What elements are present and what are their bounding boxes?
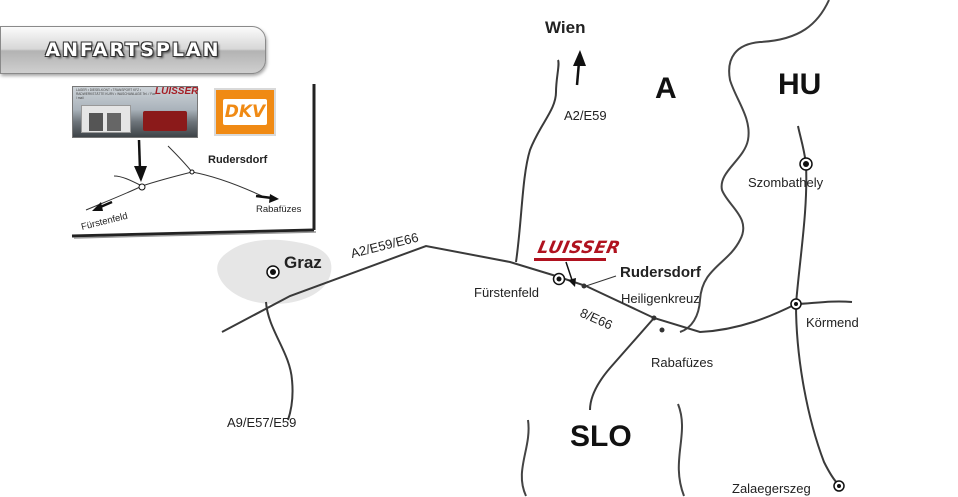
border-slovenia-east — [677, 403, 685, 497]
zalaegerszeg-marker — [833, 480, 845, 492]
border-slovenia — [520, 419, 530, 497]
road-label-a9-e57-e59: A9/E57/E59 — [227, 415, 296, 430]
road-label-a2-e59-e66: A2/E59/E66 — [349, 230, 420, 261]
road-koermend-east — [795, 300, 853, 305]
inset-arrow-right-icon — [255, 194, 279, 203]
inset-location-marker — [138, 183, 146, 191]
heiligenkreuz-marker — [651, 315, 657, 321]
border-austria-hungary — [679, 0, 830, 333]
arrow-to-wien — [573, 50, 586, 86]
luisser-logo-underline — [534, 258, 606, 261]
rudersdorf-leader — [585, 275, 617, 287]
luisser-pointer-icon — [565, 261, 576, 287]
company-photo — [72, 86, 198, 138]
road-a2-north — [515, 59, 560, 263]
inset-left-direction-label: Fürstenfeld — [80, 211, 129, 233]
anfahrtsplan-button[interactable]: ANFARTSPLAN — [0, 26, 266, 74]
inset-town-label: Rudersdorf — [208, 154, 268, 166]
road-szombathely-koermend — [795, 163, 808, 305]
city-label-heiligenkreuz: Heiligenkreuz — [621, 291, 700, 306]
inset-right-direction-label: Rabafüzes — [256, 204, 302, 215]
inset-junction-marker — [189, 169, 195, 175]
road-a9 — [265, 301, 294, 421]
inset-arrow-left-icon — [92, 200, 113, 211]
road-label-8-e66: 8/E66 — [578, 305, 615, 333]
inset-frame — [71, 84, 316, 238]
city-label-szombathely: Szombathely — [748, 175, 824, 190]
inset-frame-shadow — [73, 231, 317, 239]
koermend-marker — [790, 298, 802, 310]
city-label-rudersdorf: Rudersdorf — [620, 264, 702, 281]
country-label-hungary: HU — [778, 68, 821, 101]
graz-marker — [266, 265, 280, 279]
road-a2-main — [221, 244, 797, 334]
inset-brand-logo: LUISSER — [155, 86, 199, 97]
road-network — [221, 59, 853, 485]
inset-arrow-down-icon — [134, 139, 147, 182]
luisser-logo: LUISSER — [535, 238, 623, 258]
city-label-koermend: Körmend — [806, 315, 859, 330]
country-borders — [520, 0, 830, 497]
anfahrtsplan-label: ANFARTSPLAN — [45, 39, 221, 61]
city-label-fuerstenfeld: Fürstenfeld — [474, 285, 539, 300]
szombathely-marker — [799, 157, 813, 171]
fuerstenfeld-marker — [552, 272, 566, 286]
road-rabafuezes-south — [589, 317, 655, 411]
dkv-logo-text: DKV — [223, 99, 267, 125]
country-label-slovenia: SLO — [570, 420, 632, 453]
city-label-rabafuezes: Rabafüzes — [651, 355, 714, 370]
country-label-austria: A — [655, 72, 677, 105]
rabafuezes-marker — [659, 327, 665, 333]
inset-road-map — [85, 145, 263, 211]
company-header-text: LAGER • DIESELKONT • TRANSPORT KFZ • RAD… — [76, 88, 156, 100]
road-label-a2-e59: A2/E59 — [564, 108, 607, 123]
city-label-zalaegerszeg: Zalaegerszeg — [732, 481, 811, 496]
city-label-graz: Graz — [284, 253, 322, 272]
dkv-logo: DKV — [214, 88, 276, 136]
rudersdorf-marker — [581, 283, 587, 289]
city-label-wien: Wien — [545, 18, 585, 37]
road-koermend-zalaegerszeg — [795, 303, 839, 485]
